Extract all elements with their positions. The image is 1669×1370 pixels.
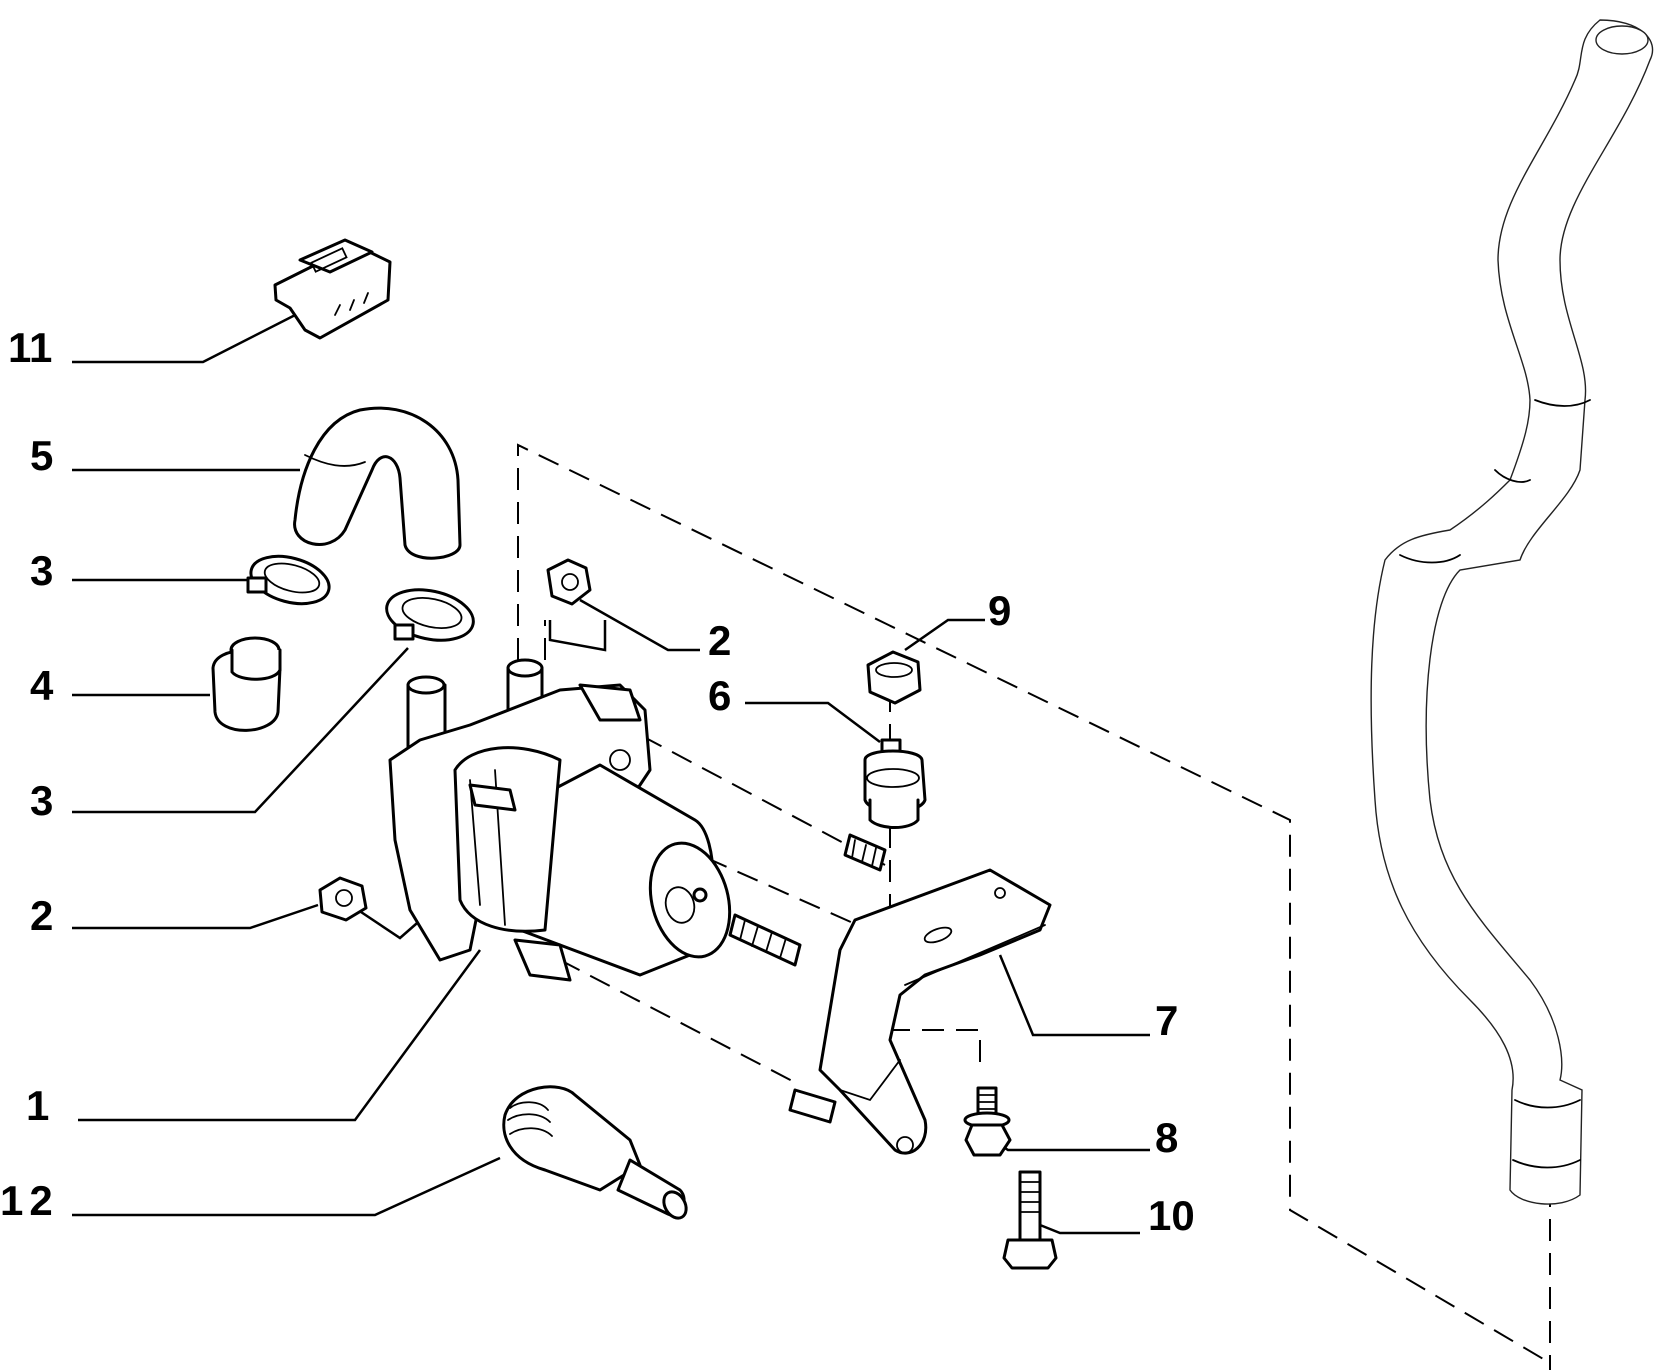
callout-7: 7 [1155, 997, 1178, 1044]
part-7-bracket [818, 868, 1052, 1155]
leader-2-lower [72, 903, 319, 930]
callout-8: 8 [1155, 1114, 1178, 1161]
part-11-connector [273, 238, 392, 340]
leader-6 [745, 701, 881, 743]
callout-9: 9 [988, 587, 1011, 634]
part-5-bent-hose [293, 406, 462, 560]
callout-3-upper: 3 [30, 547, 53, 594]
leader-9 [904, 618, 985, 652]
leader-12 [72, 1156, 501, 1217]
callout-11: 11 [8, 324, 52, 371]
part-9-nut [866, 650, 922, 705]
callout-4: 4 [30, 662, 54, 709]
callout-2-upper: 2 [708, 617, 731, 664]
long-hose [1370, 19, 1654, 1205]
callout-3-lower: 3 [30, 777, 53, 824]
part-4-plug [211, 636, 282, 732]
callout-6: 6 [708, 672, 731, 719]
leader-lines [72, 308, 1150, 1235]
part-6-rubber-mount [863, 738, 927, 829]
leader-2-upper [579, 598, 700, 652]
callout-2-lower: 2 [30, 892, 53, 939]
part-10-bolt [1002, 1170, 1058, 1270]
callout-5: 5 [30, 432, 53, 479]
leader-1 [78, 949, 482, 1122]
part-3-clamp-upper [246, 554, 331, 606]
leader-10 [1039, 1223, 1140, 1235]
part-12-fitting [502, 1085, 688, 1220]
leader-11 [72, 308, 306, 364]
callout-1: 1 [26, 1082, 49, 1129]
callout-10: 10 [1148, 1192, 1195, 1239]
leader-2-upper-b [548, 620, 607, 652]
leader-7 [998, 954, 1150, 1037]
leader-3-lower [72, 647, 409, 814]
part-3-clamp-lower [385, 588, 475, 642]
part-1-pump-assembly [388, 658, 887, 1124]
part-8-bolt-washer [963, 1086, 1012, 1157]
callout-12: 12 [0, 1177, 59, 1224]
leader-8 [989, 1136, 1150, 1152]
part-2-nut-lower [318, 876, 368, 922]
part-2-nut-upper [546, 558, 592, 606]
